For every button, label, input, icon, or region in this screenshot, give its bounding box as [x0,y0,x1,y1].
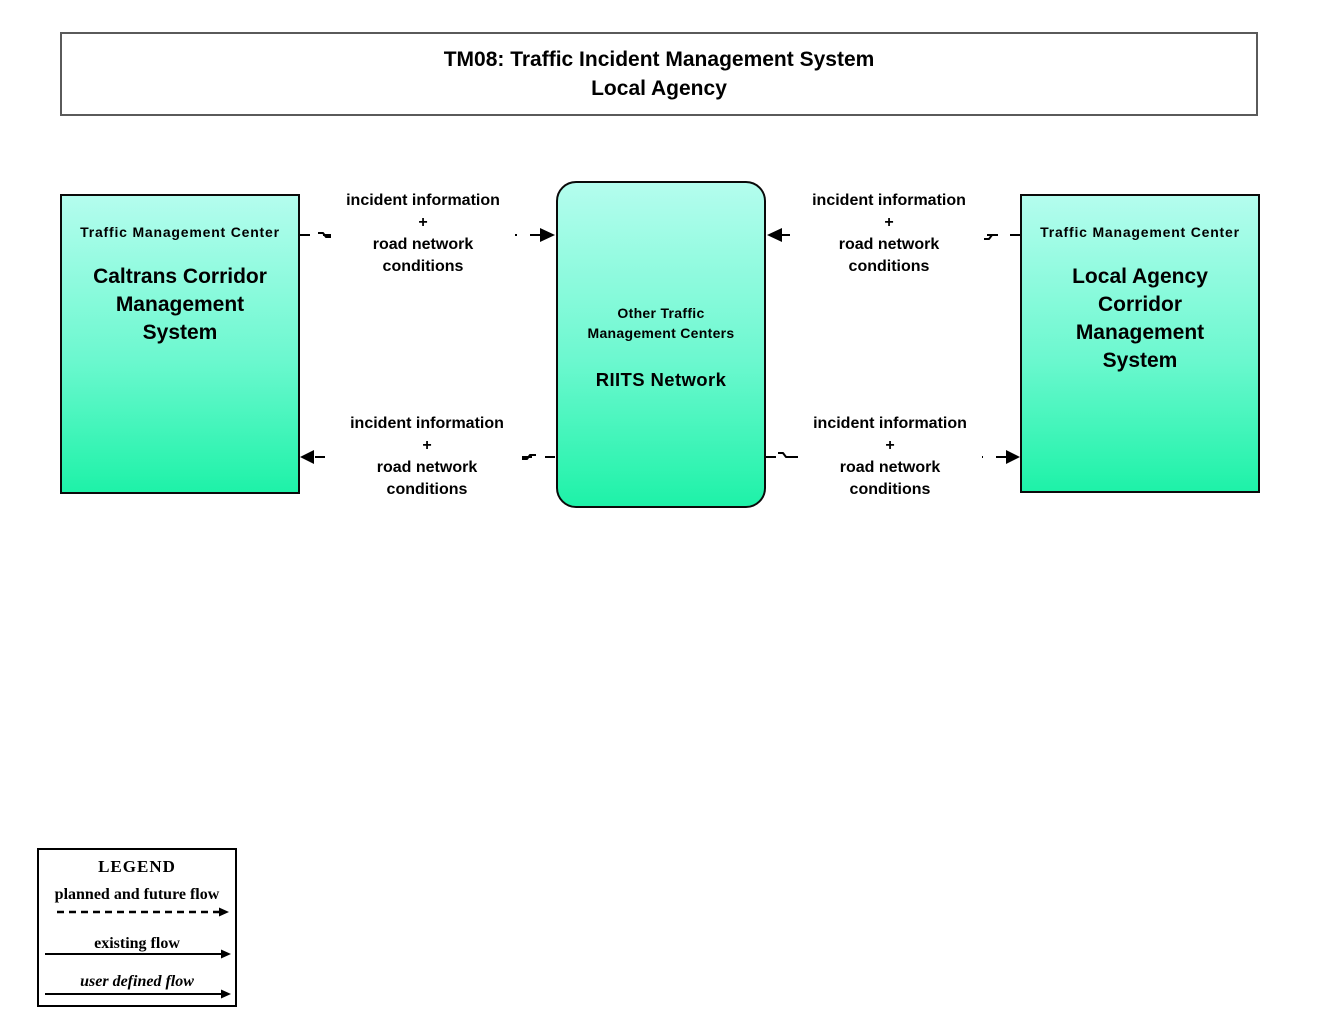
flow-caltrans-to-riits-hook [318,232,332,238]
node-local-agency-cms: Traffic Management Center Local Agency C… [1020,194,1260,493]
flow-riits-to-caltrans-arrowhead [300,450,314,464]
flow-local-agency-to-riits-arrowhead [767,228,782,242]
diagram-title: TM08: Traffic Incident Management System [443,48,875,71]
flow-label-line: conditions [848,258,930,275]
flow-label-local-agency-to-riits: incident information + road network cond… [797,190,981,278]
node-caltrans-title-line: System [142,321,218,344]
node-local-agency-title-line: Local Agency [1072,265,1208,288]
node-caltrans-title-line: Caltrans Corridor [93,265,267,288]
legend-user-defined-arrow [45,989,231,999]
legend-user-defined-arrowhead [221,989,231,999]
node-local-agency-title-line: System [1102,349,1178,372]
flow-label-caltrans-to-riits: incident information + road network cond… [331,190,515,278]
legend-item-existing-label: existing flow [94,935,180,952]
title-box: TM08: Traffic Incident Management System… [60,32,1258,116]
legend-dashed-arrowhead [219,907,229,917]
flow-label-line: + [418,214,428,231]
flow-caltrans-to-riits-arrowhead [540,228,555,242]
flow-riits-to-local-agency-arrowhead [1006,450,1020,464]
flow-local-agency-to-riits-hook [984,234,998,240]
flow-riits-to-caltrans-hook [522,454,536,460]
node-local-agency-header: Traffic Management Center [1040,224,1240,240]
flow-label-line: incident information [346,192,500,209]
node-local-agency-title-line: Management [1075,321,1205,344]
flow-label-line: road network [372,236,474,253]
flow-label-line: + [422,437,432,454]
legend-item-planned-label: planned and future flow [54,886,220,903]
node-caltrans-header: Traffic Management Center [80,224,280,240]
node-riits-network: Other Traffic Management Centers RIITS N… [556,181,766,508]
node-riits-header-line: Management Centers [587,325,735,341]
flow-label-line: conditions [849,481,931,498]
node-local-agency-title-line: Corridor [1098,293,1182,316]
node-riits-header-line: Other Traffic [617,305,705,321]
flow-riits-to-local-agency-hook [778,452,792,458]
legend-dashed-arrow [57,907,229,917]
node-riits-header: Other Traffic Management Centers [558,303,764,343]
legend-item-user-defined-label: user defined flow [80,973,194,990]
flow-label-line: conditions [386,481,468,498]
flow-label-line: road network [839,459,941,476]
flow-label-riits-to-caltrans: incident information + road network cond… [335,413,519,501]
flow-label-line: + [884,214,894,231]
legend-solid-arrowhead [221,949,231,959]
flow-label-line: incident information [350,415,504,432]
legend-box: LEGEND planned and future flow existing … [37,848,237,1007]
flow-label-line: conditions [382,258,464,275]
flow-label-line: + [885,437,895,454]
legend-title: LEGEND [98,857,176,876]
node-caltrans-cms: Traffic Management Center Caltrans Corri… [60,194,300,494]
legend-solid-arrow [45,949,231,959]
node-caltrans-title: Caltrans Corridor Management System [62,263,298,347]
flow-label-line: incident information [813,415,967,432]
node-riits-title: RIITS Network [595,369,727,390]
flow-label-riits-to-local-agency: incident information + road network cond… [798,413,982,501]
node-local-agency-title: Local Agency Corridor Management System [1022,263,1258,375]
flow-label-line: road network [838,236,940,253]
flow-label-line: incident information [812,192,966,209]
diagram-subtitle: Local Agency [591,77,727,100]
flow-label-line: road network [376,459,478,476]
node-caltrans-title-line: Management [115,293,245,316]
